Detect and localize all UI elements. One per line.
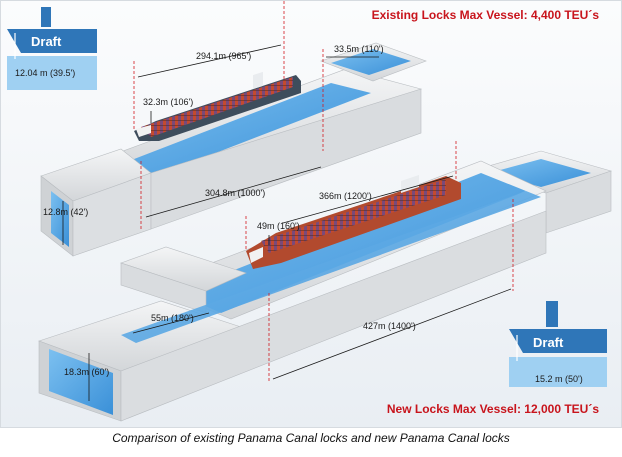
new-draft-box xyxy=(509,301,607,387)
existing-ship-beam-label: 32.3m (106') xyxy=(143,97,193,107)
existing-draft-box xyxy=(7,7,97,90)
existing-locks-title: Existing Locks Max Vessel: 4,400 TEU´s xyxy=(372,8,600,22)
existing-ship-length-label: 294.1m (965') xyxy=(196,51,251,61)
existing-draft-label: Draft xyxy=(31,34,62,49)
new-ship-beam-label: 49m (160') xyxy=(257,221,300,231)
new-draft-value: 15.2 m (50') xyxy=(535,374,583,384)
locks-diagram: Existing Locks Max Vessel: 4,400 TEU´s N… xyxy=(0,0,622,428)
new-draft-label: Draft xyxy=(533,335,564,350)
locks-illustration: Existing Locks Max Vessel: 4,400 TEU´s N… xyxy=(7,1,613,422)
new-locks-title: New Locks Max Vessel: 12,000 TEU´s xyxy=(387,402,599,416)
existing-lock-chamber xyxy=(40,42,427,257)
existing-lock-width-label: 33.5m (110') xyxy=(334,44,384,54)
reference-lines xyxy=(133,1,514,381)
existing-lock-length-label: 304.8m (1000') xyxy=(205,188,265,198)
new-ship-length-label: 366m (1200') xyxy=(319,191,372,201)
dimension-arrows xyxy=(62,44,512,401)
existing-ship xyxy=(134,71,301,141)
new-lock-width-label: 55m (180') xyxy=(151,313,194,323)
figure-caption: Comparison of existing Panama Canal lock… xyxy=(112,431,510,445)
new-lock-depth-label: 18.3m (60') xyxy=(64,367,109,377)
existing-draft-value: 12.04 m (39.5') xyxy=(15,68,75,78)
new-ship xyxy=(246,175,461,269)
existing-lock-depth-label: 12.8m (42') xyxy=(43,207,88,217)
new-lock-chamber xyxy=(38,150,613,422)
new-lock-length-label: 427m (1400') xyxy=(363,321,416,331)
